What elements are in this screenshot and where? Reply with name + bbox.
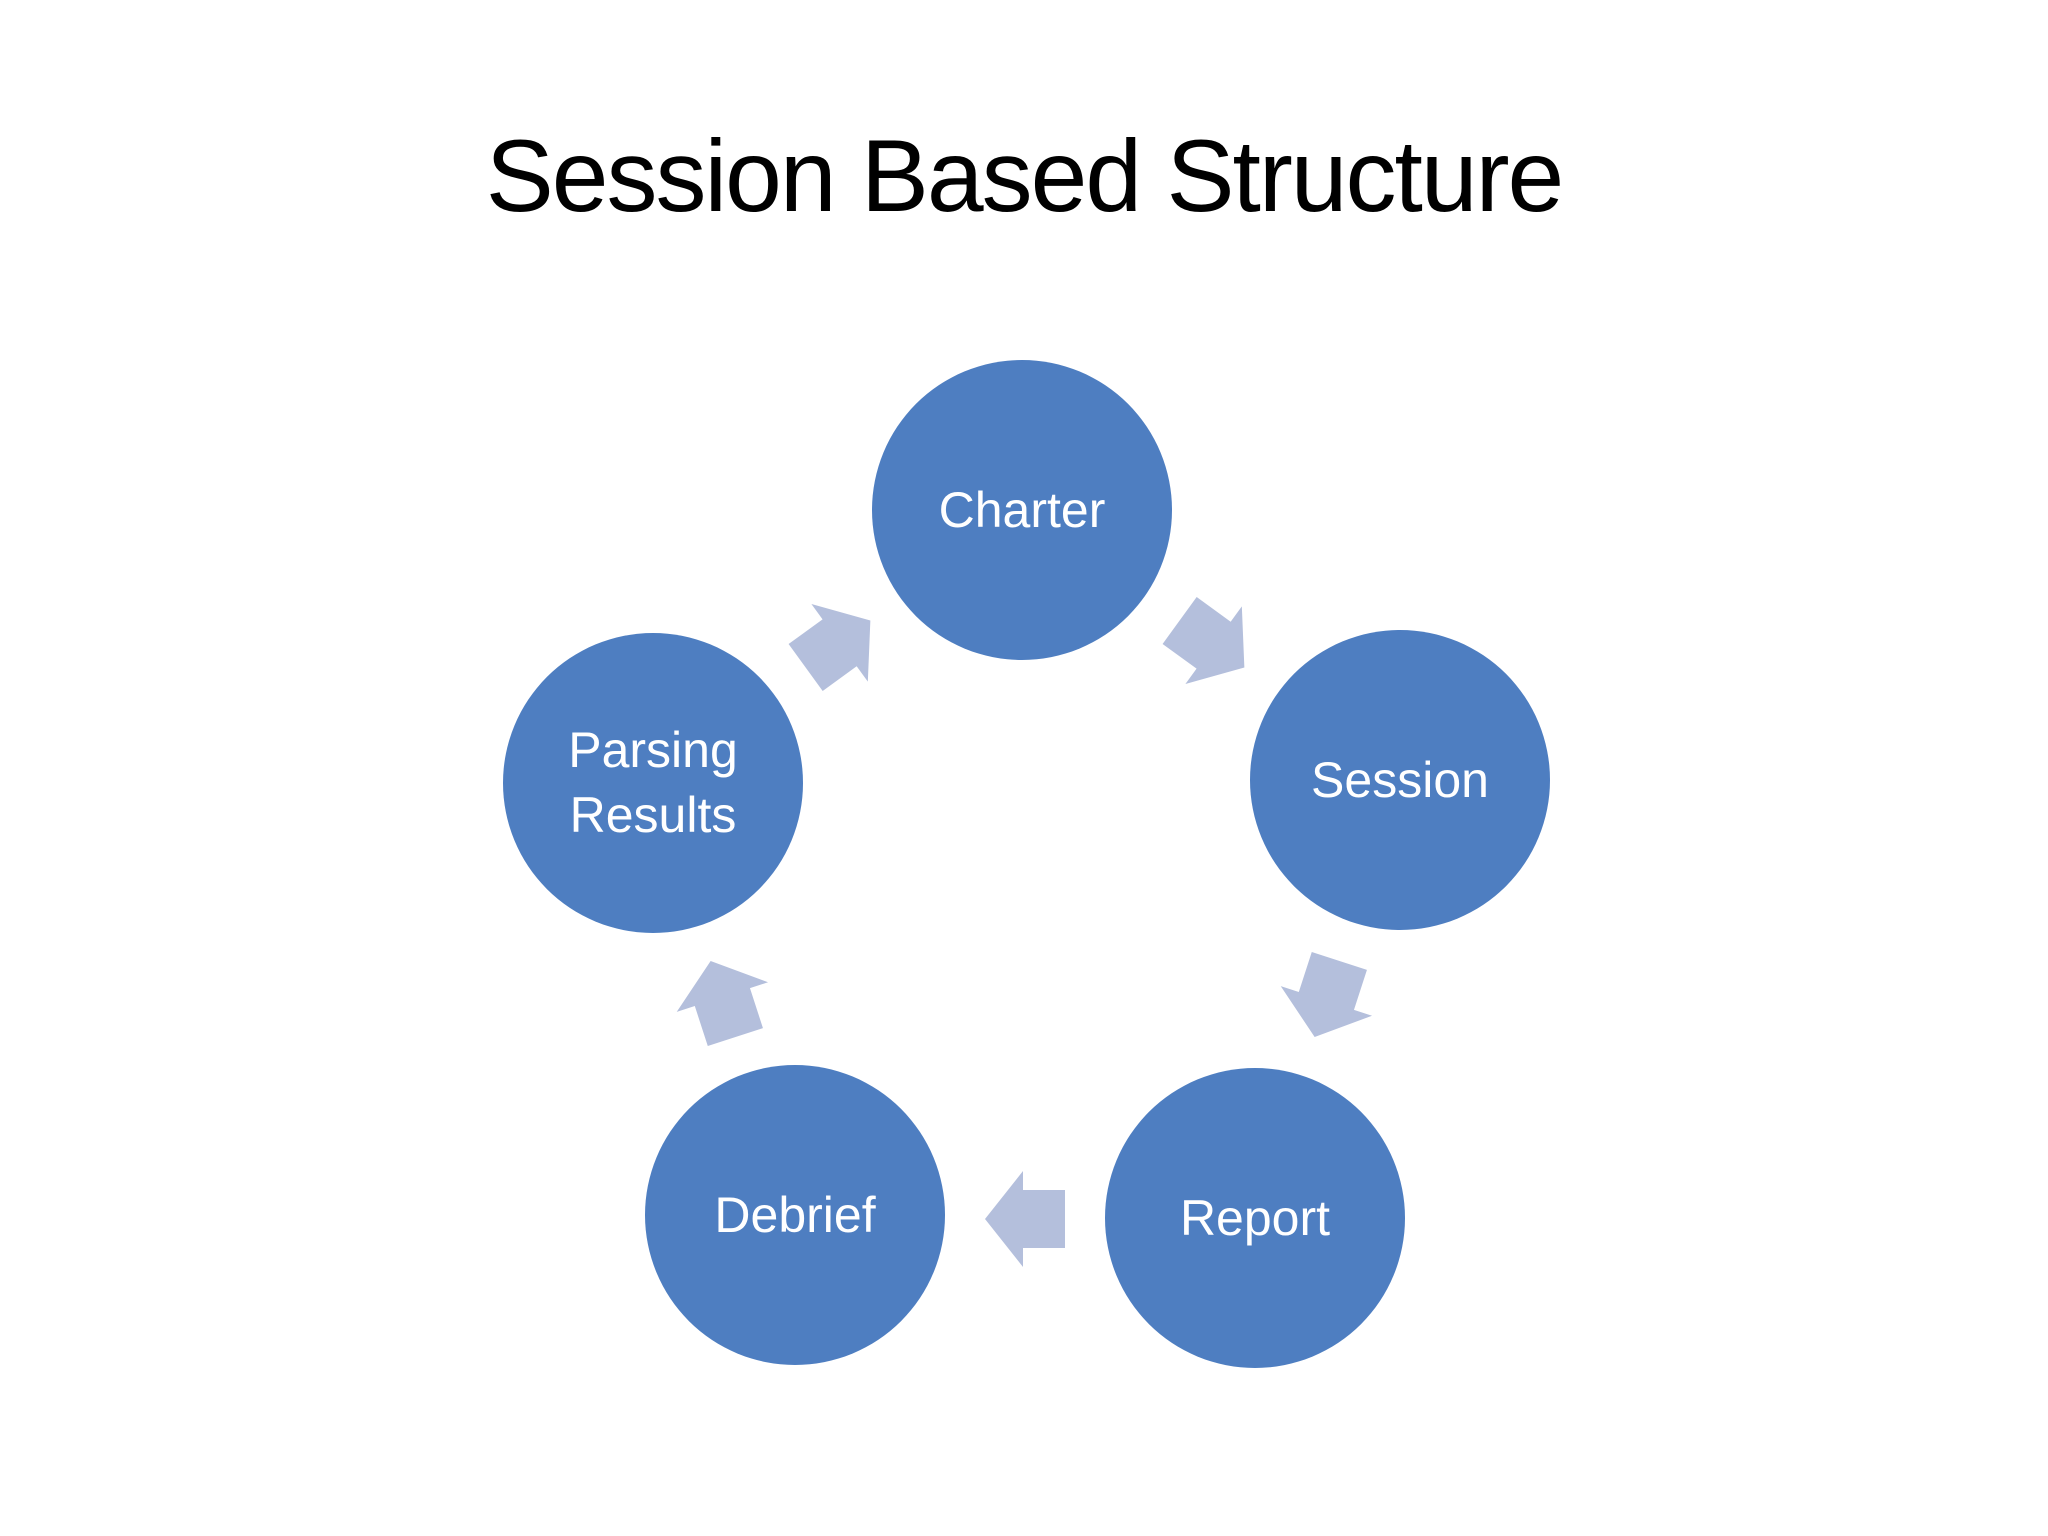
arrow-debrief-to-parsing-results-shape: [676, 960, 769, 1047]
cycle-node-charter: Charter: [872, 360, 1172, 660]
cycle-node-session-label: Session: [1311, 751, 1489, 808]
cycle-node-debrief: Debrief: [645, 1065, 945, 1365]
cycle-node-parsing-results: Parsing Results: [503, 633, 803, 933]
arrow-charter-to-session-icon: [1162, 597, 1245, 685]
arrow-parsing-results-to-charter-icon: [788, 603, 871, 691]
arrow-charter-to-session-shape: [1162, 597, 1245, 685]
cycle-node-debrief-label: Debrief: [714, 1186, 876, 1243]
arrow-debrief-to-parsing-results-icon: [676, 960, 769, 1047]
arrow-parsing-results-to-charter-shape: [788, 603, 871, 691]
arrow-session-to-report-shape: [1280, 951, 1373, 1038]
cycle-node-report-label: Report: [1179, 1189, 1331, 1246]
cycle-node-report: Report: [1105, 1068, 1405, 1368]
slide-title: Session Based Structure: [485, 119, 1565, 233]
cycle-node-charter-label: Charter: [938, 481, 1106, 538]
cycle-node-parsing-results-label: Parsing Results: [568, 722, 738, 843]
arrow-session-to-report-icon: [1280, 951, 1373, 1038]
arrow-report-to-debrief-shape: [985, 1171, 1065, 1267]
arrow-report-to-debrief-icon: [985, 1171, 1065, 1267]
cycle-node-session: Session: [1250, 630, 1550, 930]
